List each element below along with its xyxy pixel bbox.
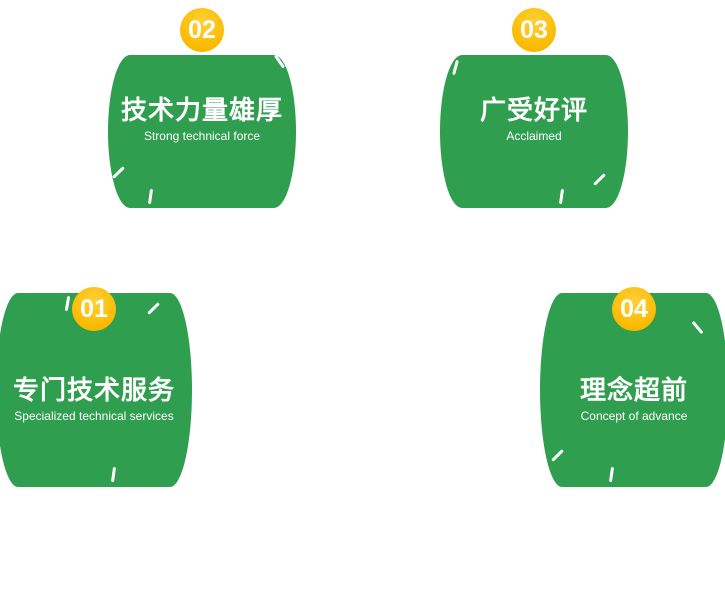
number-badge-04: 04: [612, 287, 656, 331]
card-title: 理念超前: [579, 374, 688, 405]
sparkle-tick: [558, 188, 565, 205]
card-subtitle-en: Acclaimed: [506, 129, 562, 143]
card-content: 理念超前 Concept of advance: [540, 302, 725, 496]
card-subtitle-en: Specialized technical services: [14, 408, 174, 423]
card-title: 专门技术服务: [12, 374, 175, 405]
card-content: 专门技术服务 Specialized technical services: [0, 302, 192, 496]
card-subtitle-en: Concept of advance: [580, 408, 688, 423]
feature-card-01: 01 专门技术服务 Specialized technical services: [0, 287, 192, 487]
feature-card-04: 04 理念超前 Concept of advance: [540, 287, 725, 487]
card-content: 广受好评 Acclaimed: [440, 43, 628, 196]
feature-card-03: 03 广受好评 Acclaimed: [440, 8, 628, 208]
feature-card-02: 02 技术力量雄厚 Strong technical force: [108, 8, 296, 208]
card-title: 技术力量雄厚: [120, 95, 283, 125]
number-badge-01: 01: [72, 287, 116, 331]
card-title: 广受好评: [479, 95, 588, 125]
badge-number: 03: [520, 15, 548, 44]
badge-number: 04: [620, 294, 648, 323]
badge-number: 02: [188, 15, 216, 44]
card-subtitle-en: Strong technical force: [143, 129, 261, 143]
number-badge-02: 02: [180, 8, 224, 52]
card-content: 技术力量雄厚 Strong technical force: [108, 43, 296, 196]
badge-number: 01: [80, 294, 108, 323]
sparkle-tick: [147, 188, 154, 205]
number-badge-03: 03: [512, 8, 556, 52]
